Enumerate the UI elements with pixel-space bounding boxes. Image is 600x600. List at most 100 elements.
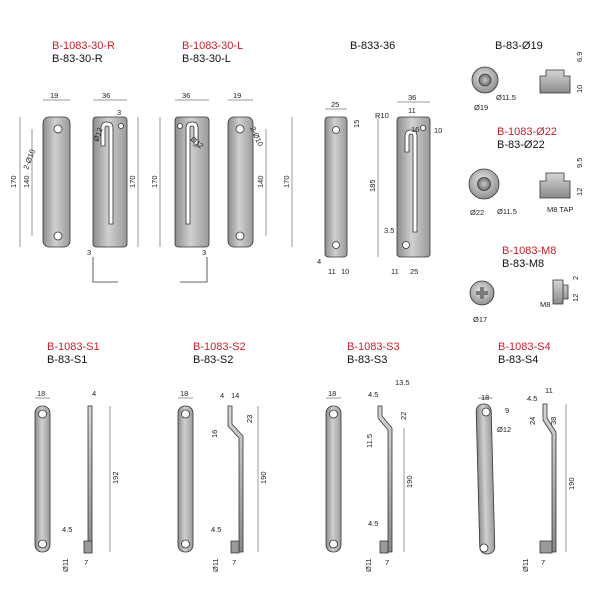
dim-head-dia: Ø17	[473, 315, 487, 324]
hinge-slot	[100, 121, 114, 225]
dim-thickness-3: 3	[202, 248, 206, 257]
strap-side-bent	[542, 403, 557, 553]
pin-profile	[230, 540, 240, 554]
dim-23: 23	[245, 415, 254, 423]
dim-tap-thread: M8 TAP	[547, 205, 573, 214]
dim-width-19: 19	[50, 91, 58, 100]
l-bracket-profile	[180, 257, 208, 283]
strap-front	[475, 403, 496, 555]
phillips-cross-icon	[476, 287, 488, 299]
part-code-red: B-1083-S3	[347, 341, 400, 353]
bushing-side	[539, 172, 571, 199]
dim-offset-11: 11	[545, 386, 553, 395]
dim-9-5: 9.5	[575, 158, 584, 168]
part-b-1083-s4: B-1083-S4 B-83-S4 18 11 4.5 9 Ø12 24 38 …	[475, 341, 576, 572]
strap-hole	[329, 539, 338, 549]
part-b-1083-s2: B-1083-S2 B-83-S2 18 4 14 16 23 190 4.5 …	[177, 341, 268, 572]
dim-width-11: 11	[408, 106, 416, 115]
dim-inner-dia: Ø11.5	[497, 207, 517, 216]
part-code-black: B-83-S4	[498, 354, 538, 366]
part-b-83-d19: B-83-Ø19 Ø11.5 Ø19 6.9 10	[471, 40, 584, 112]
mounting-hole	[332, 126, 340, 134]
screw-side	[552, 279, 569, 305]
strap-hole	[181, 539, 190, 549]
dim-7: 7	[541, 558, 545, 567]
hinge-plate-wide	[174, 116, 210, 248]
pin-profile	[539, 540, 553, 554]
dim-bottom-10: 10	[341, 267, 349, 276]
hinge-plate-narrow	[42, 116, 71, 248]
dim-width-36: 36	[102, 91, 110, 100]
l-bracket-profile	[92, 257, 118, 283]
dim-thickness-4: 4	[92, 389, 96, 398]
dim-inner-dia: Ø11.5	[496, 93, 516, 102]
dim-width-18: 18	[481, 393, 489, 402]
dim-3-5: 3.5	[384, 226, 394, 235]
dim-6-9: 6.9	[575, 52, 584, 62]
mounting-hole	[402, 241, 410, 249]
part-code-black: B-83-S3	[347, 354, 387, 366]
part-b-833-36: B-833-36 25 36 R10 11 16 10 15 185 3.5 4…	[317, 40, 442, 276]
part-code-red: B-1083-S4	[498, 341, 551, 353]
dim-height-170: 170	[150, 175, 159, 188]
dim-bottom-11: 11	[328, 267, 336, 276]
dim-m8: M8	[540, 300, 550, 309]
dim-4-5: 4.5	[368, 519, 378, 528]
part-code-red: B-1083-30-L	[182, 40, 243, 52]
dim-height-170: 170	[282, 175, 291, 188]
dim-thickness-4-5: 4.5	[368, 390, 378, 399]
dim-hole-spacing-140: 140	[256, 175, 265, 188]
dim-length-192: 192	[111, 471, 120, 484]
part-code-red: B-1083-S2	[193, 341, 246, 353]
part-b-1083-s3: B-1083-S3 B-83-S3 18 13.5 4.5 22 11.5 19…	[325, 341, 414, 572]
part-code-red: B-1083-Ø22	[497, 126, 557, 138]
dim-width-36: 36	[408, 93, 416, 102]
dim-height-170: 170	[9, 175, 18, 188]
dim-10: 10	[434, 126, 442, 135]
part-b-1083-m8: B-1083-M8 B-83-M8 2 12 M8 Ø17	[469, 245, 580, 324]
dim-length-190: 190	[405, 475, 414, 488]
dim-pin-dia: Ø11	[61, 558, 70, 572]
part-code-black: B-83-M8	[502, 258, 544, 270]
hinge-plate-narrow	[227, 116, 254, 248]
hinge-plate-narrow	[324, 116, 348, 258]
bushing-hub	[478, 73, 492, 87]
part-code-red: B-1083-30-R	[52, 40, 115, 52]
dim-offset-13-5: 13.5	[395, 378, 410, 387]
hinge-slot	[185, 121, 199, 225]
part-code-red: B-1083-S1	[47, 341, 100, 353]
part-code-black: B-83-30-R	[52, 53, 103, 65]
dim-hole-dia: 2-Ø10	[21, 148, 37, 171]
dim-12: 12	[571, 294, 580, 302]
dim-2: 2	[571, 276, 580, 280]
mounting-hole	[53, 231, 63, 241]
dim-38: 38	[549, 417, 558, 425]
dim-hole-dia: Ø12	[497, 425, 511, 434]
dim-thickness-4-5: 4.5	[527, 394, 537, 403]
mounting-hole	[177, 123, 183, 129]
part-code-black: B-83-30-L	[182, 53, 231, 65]
part-b-1083-d22: B-1083-Ø22 B-83-Ø22 9.5 12 Ø22 Ø11.5 M8 …	[468, 126, 584, 217]
mounting-hole	[420, 125, 426, 131]
dim-width-18: 18	[180, 389, 188, 398]
pin-profile	[379, 540, 389, 554]
dim-width-18: 18	[328, 389, 336, 398]
dim-pin-dia: Ø11	[521, 558, 530, 572]
dim-22: 22	[399, 412, 408, 420]
dim-height-185: 185	[368, 179, 377, 192]
part-code-black: B-83-Ø22	[497, 139, 545, 151]
dim-thickness-3: 3	[87, 248, 91, 257]
dim-slot-16: 16	[411, 125, 419, 134]
strap-side	[87, 405, 93, 553]
dim-thickness-4: 4	[220, 391, 224, 400]
strap-hole	[479, 543, 489, 553]
strap-hole	[181, 409, 190, 419]
part-code-black: B-83-S1	[47, 354, 87, 366]
mounting-hole	[332, 241, 340, 249]
pin-profile	[83, 540, 93, 554]
dim-offset-14: 14	[231, 391, 239, 400]
part-b-1083-30-l: B-1083-30-L B-83-30-L 36 19 Ø12 2-Ø10 17…	[150, 40, 293, 283]
mounting-hole	[235, 231, 245, 241]
strap-hole	[329, 409, 338, 419]
